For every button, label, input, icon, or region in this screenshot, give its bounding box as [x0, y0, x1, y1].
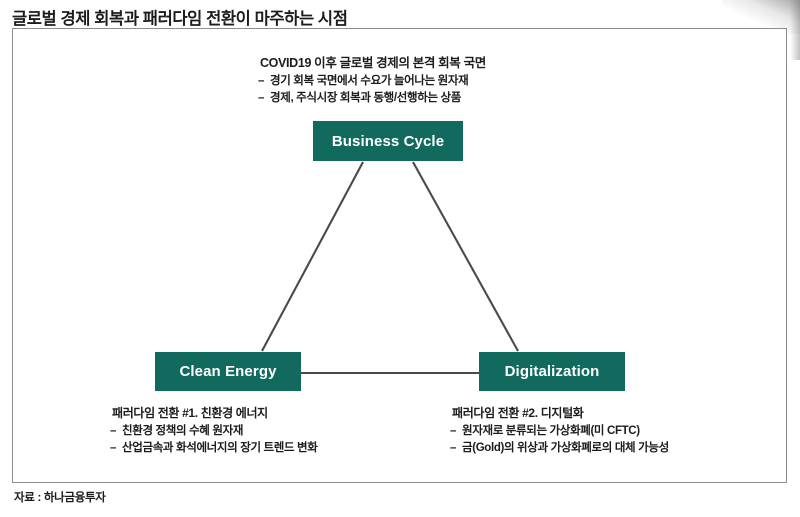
- caption-left-bullet-2-text: 산업금속과 화석에너지의 장기 트렌드 변화: [122, 442, 318, 454]
- caption-left-bullet-1-text: 친환경 정책의 수혜 원자재: [122, 425, 244, 437]
- node-digitalization-label: Digitalization: [504, 363, 600, 380]
- caption-right-bullet-1-text: 원자재로 분류되는 가상화폐(미 CFTC): [462, 425, 640, 437]
- caption-left-bullet-2: – 산업금속과 화석에너지의 장기 트렌드 변화: [100, 440, 410, 457]
- page-edge-shading: [790, 0, 800, 60]
- top-note-heading: COVID19 이후 글로벌 경제의 본격 회복 국면: [260, 56, 486, 70]
- caption-right-heading: 패러다임 전환 #2. 디지털화: [452, 406, 584, 420]
- bullet-dash-icon: –: [258, 92, 265, 104]
- bullet-dash-icon: –: [258, 75, 265, 87]
- node-clean-energy-label: Clean Energy: [179, 363, 277, 380]
- source-note: 자료 : 하나금융투자: [14, 492, 106, 504]
- top-note-bullet-2: – 경제, 주식시장 회복과 동행/선행하는 상품: [248, 90, 568, 107]
- page-title: 글로벌 경제 회복과 패러다임 전환이 마주하는 시점: [12, 10, 348, 28]
- chart-frame: [12, 28, 787, 483]
- top-note-bullet-1-text: 경기 회복 국면에서 수요가 늘어나는 원자재: [270, 75, 469, 87]
- caption-left-bullet-1: – 친환경 정책의 수혜 원자재: [100, 423, 410, 440]
- caption-right-bullet-2: – 금(Gold)의 위상과 가상화폐로의 대체 가능성: [440, 440, 760, 457]
- caption-right-bullet-1: – 원자재로 분류되는 가상화폐(미 CFTC): [440, 423, 760, 440]
- top-description-note: COVID19 이후 글로벌 경제의 본격 회복 국면 – 경기 회복 국면에서…: [248, 52, 568, 107]
- node-business-cycle-label: Business Cycle: [331, 132, 445, 150]
- bullet-dash-icon: –: [110, 442, 117, 454]
- caption-right-bullet-2-text: 금(Gold)의 위상과 가상화폐로의 대체 가능성: [462, 442, 669, 454]
- bullet-dash-icon: –: [110, 425, 117, 437]
- caption-left-heading: 패러다임 전환 #1. 친환경 에너지: [112, 406, 268, 420]
- bullet-dash-icon: –: [450, 425, 457, 437]
- node-clean-energy: Clean Energy: [155, 352, 301, 391]
- node-business-cycle: Business Cycle: [313, 121, 463, 161]
- top-note-bullet-1: – 경기 회복 국면에서 수요가 늘어나는 원자재: [248, 73, 568, 90]
- caption-digitalization: 패러다임 전환 #2. 디지털화 – 원자재로 분류되는 가상화폐(미 CFTC…: [440, 404, 760, 457]
- bullet-dash-icon: –: [450, 442, 457, 454]
- caption-clean-energy: 패러다임 전환 #1. 친환경 에너지 – 친환경 정책의 수혜 원자재 – 산…: [100, 404, 410, 457]
- top-note-bullet-2-text: 경제, 주식시장 회복과 동행/선행하는 상품: [270, 92, 461, 104]
- node-digitalization: Digitalization: [479, 352, 625, 391]
